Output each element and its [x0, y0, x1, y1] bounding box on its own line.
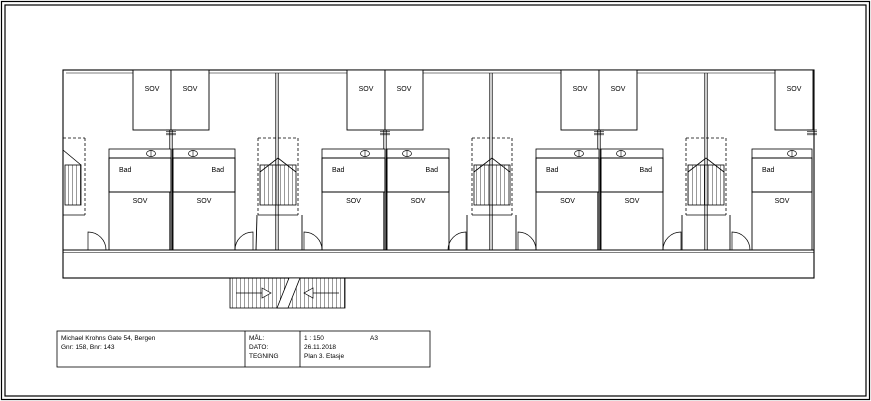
bathroom-label-5: Bad	[640, 167, 653, 174]
upper-bedroom-1	[170, 69, 210, 131]
shaft-0	[166, 129, 176, 136]
lower-bedroom-label-3: SOV	[411, 198, 426, 205]
bathroom-label-3: Bad	[426, 167, 439, 174]
bath-fixture-strip-3	[386, 148, 450, 159]
corridor-door-1	[234, 231, 254, 251]
upper-bedroom-label-6: SOV	[787, 86, 802, 93]
upper-bedroom-2	[346, 69, 386, 131]
upper-bedroom-label-3: SOV	[397, 86, 412, 93]
corridor-door-6	[731, 231, 751, 251]
bathroom-label-6: Bad	[762, 167, 775, 174]
upper-bedroom-label-0: SOV	[145, 86, 160, 93]
bath-fixture-strip-0	[108, 148, 172, 159]
bathroom-label-2: Bad	[332, 167, 345, 174]
bathroom-4	[535, 157, 600, 193]
stair-core-treads-1	[259, 164, 297, 206]
upper-bedroom-label-4: SOV	[573, 86, 588, 93]
corridor-door-0	[87, 231, 107, 251]
bathroom-label-1: Bad	[212, 167, 225, 174]
lower-bedroom-label-0: SOV	[133, 198, 148, 205]
lower-bedroom-label-1: SOV	[197, 198, 212, 205]
stair-core-treads-0	[64, 164, 82, 206]
corridor-door-3	[447, 231, 467, 251]
upper-bedroom-5	[598, 69, 638, 131]
entry-jamb-0	[255, 214, 258, 251]
entrance-stair-arrowhead-left	[261, 287, 272, 299]
bathroom-5	[600, 157, 664, 193]
upper-bedroom-3	[384, 69, 424, 131]
stair-core-treads-3	[687, 164, 725, 206]
corridor-door-2	[303, 231, 323, 251]
entrance-stair	[229, 277, 346, 309]
date-label: DATO:	[249, 344, 268, 351]
entrance-stair-landing	[276, 277, 301, 309]
stair-core-treads-2	[473, 164, 511, 206]
corridor-door-4	[517, 231, 537, 251]
drawing-title-value: Plan 3. Etasje	[304, 353, 344, 360]
shaft-2	[594, 129, 604, 136]
shaft-3	[807, 129, 817, 136]
bath-fixture-strip-1	[172, 148, 236, 159]
bath-fixture-strip-2	[321, 148, 386, 159]
bathroom-label-0: Bad	[119, 167, 132, 174]
sheet-inner-border	[4, 4, 867, 397]
property-ids-text: Gnr: 158, Bnr: 143	[61, 344, 115, 351]
title-block: Michael Krohns Gate 54, Bergen Gnr: 158,…	[56, 330, 431, 368]
title-block-frame	[56, 330, 431, 368]
scale-label: MÅL:	[249, 333, 264, 342]
stair-core-chevron-0	[62, 149, 82, 166]
upper-bedroom-6	[774, 69, 814, 131]
lower-bedroom-label-6: SOV	[775, 198, 790, 205]
upper-bedroom-label-2: SOV	[359, 86, 374, 93]
upper-bedroom-0	[132, 69, 172, 131]
bathroom-6	[751, 157, 813, 193]
bathroom-0	[108, 157, 172, 193]
upper-bedroom-label-1: SOV	[183, 86, 198, 93]
shaft-1	[380, 129, 390, 136]
bath-fixture-strip-4	[535, 148, 600, 159]
bathroom-1	[172, 157, 236, 193]
entrance-stair-arrowhead-right	[303, 287, 314, 299]
upper-bedroom-label-5: SOV	[611, 86, 626, 93]
address-text: Michael Krohns Gate 54, Bergen	[61, 335, 156, 342]
lower-bedroom-label-2: SOV	[346, 198, 361, 205]
corridor-door-5	[662, 231, 682, 251]
date-value: 26.11.2018	[304, 344, 336, 351]
bathroom-label-4: Bad	[546, 167, 559, 174]
bathroom-2	[321, 157, 386, 193]
paper-size-value: A3	[370, 335, 378, 342]
upper-bedroom-4	[560, 69, 600, 131]
scale-value: 1 : 150	[304, 335, 324, 342]
lower-bedroom-label-4: SOV	[560, 198, 575, 205]
bath-fixture-strip-5	[600, 148, 664, 159]
drawing-label: TEGNING	[249, 353, 279, 360]
lower-bedroom-label-5: SOV	[625, 198, 640, 205]
bathroom-3	[386, 157, 450, 193]
bath-fixture-strip-6	[751, 148, 813, 159]
